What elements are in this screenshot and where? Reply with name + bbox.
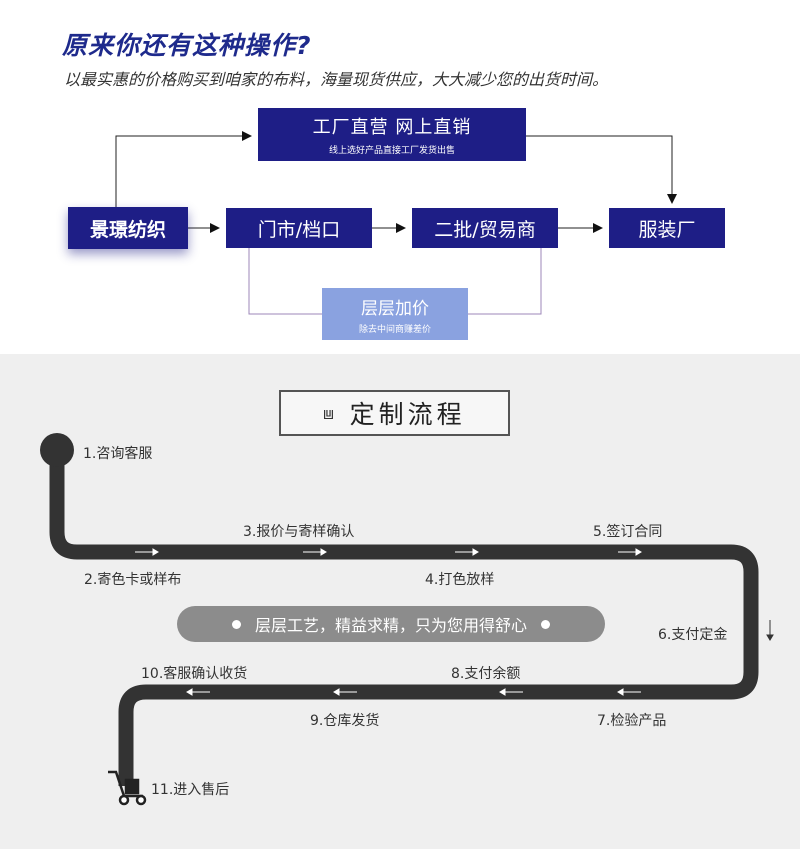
- process-title-box: ⩏ 定制流程: [279, 390, 510, 436]
- direct-sales-title: 工厂直营 网上直销: [312, 117, 472, 138]
- flowchart-icon: ⩏: [323, 402, 334, 424]
- page-title: 原来你还有这种操作?: [62, 31, 312, 60]
- page-subtitle: 以最实惠的价格购买到咱家的布料，海量现货供应，大大减少您的出货时间。: [64, 70, 609, 89]
- step-3: 3.报价与寄样确认: [243, 524, 355, 540]
- market-box: 门市/档口: [226, 208, 372, 248]
- connector-brand-to-direct: [115, 131, 252, 207]
- markup-bracket-right: [468, 248, 542, 315]
- direct-sales-subtitle: 线上选好产品直接工厂发货出售: [328, 146, 455, 156]
- step-4: 4.打色放样: [425, 572, 495, 588]
- process-start-dot: [40, 433, 74, 467]
- step-8: 8.支付余额: [451, 666, 521, 682]
- step-10: 10.客服确认收货: [141, 666, 248, 682]
- slogan-text: 层层工艺，精益求精，只为您用得舒心: [254, 616, 527, 635]
- side-arrow: [766, 620, 774, 641]
- markup-bracket-left: [248, 248, 322, 315]
- process-track-path: [49, 450, 759, 786]
- trade-box: 二批/贸易商: [412, 208, 558, 248]
- direct-sales-box: 工厂直营 网上直销 线上选好产品直接工厂发货出售: [258, 108, 526, 161]
- connector-direct-to-factory: [526, 135, 677, 204]
- step-7: 7.检验产品: [597, 713, 667, 729]
- step-1: 1.咨询客服: [83, 446, 153, 462]
- hand-truck-icon: [108, 770, 147, 806]
- track-direction-arrows: [135, 548, 642, 696]
- brand-box: 景璟纺织: [68, 207, 188, 249]
- factory-box: 服装厂: [609, 208, 725, 248]
- markup-title: 层层加价: [361, 298, 429, 319]
- slogan-dot-right: [541, 619, 550, 629]
- markup-box: 层层加价 除去中间商赚差价: [322, 288, 468, 340]
- step-11: 11.进入售后: [151, 782, 230, 798]
- supply-chain-connectors: [115, 131, 677, 315]
- step-6: 6.支付定金: [658, 627, 728, 643]
- slogan-pill: 层层工艺，精益求精，只为您用得舒心: [177, 606, 605, 642]
- markup-subtitle: 除去中间商赚差价: [358, 324, 431, 335]
- step-9: 9.仓库发货: [310, 713, 380, 729]
- slogan-dot-left: [231, 619, 241, 629]
- step-2: 2.寄色卡或样布: [84, 572, 182, 588]
- process-title: 定制流程: [349, 400, 466, 429]
- step-5: 5.签订合同: [593, 524, 663, 540]
